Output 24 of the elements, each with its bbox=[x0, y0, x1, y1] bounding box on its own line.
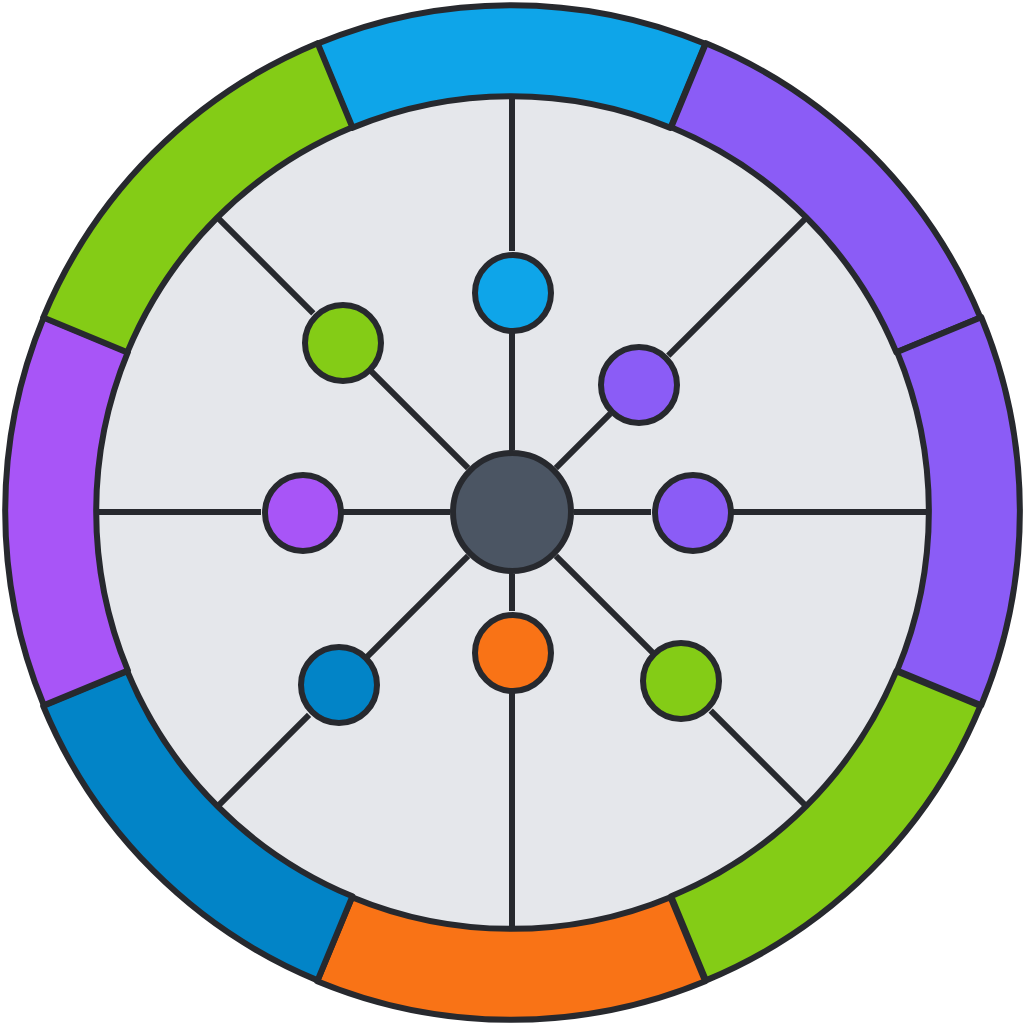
connector-line bbox=[215, 215, 316, 316]
connector-line bbox=[509, 693, 515, 929]
ring-segment bbox=[667, 667, 984, 984]
ring-segment bbox=[667, 40, 984, 356]
connector-line bbox=[509, 574, 515, 611]
connector-line bbox=[666, 215, 809, 358]
ring-segment bbox=[40, 40, 356, 356]
connector-line bbox=[509, 333, 515, 450]
connector-line bbox=[369, 369, 471, 471]
ring-segment bbox=[40, 667, 356, 984]
connector-line bbox=[574, 509, 651, 515]
connector-line bbox=[509, 95, 515, 251]
ring-segment bbox=[893, 314, 1023, 710]
ring-segment bbox=[314, 1, 710, 131]
ring-segment bbox=[1, 314, 131, 710]
connector-line bbox=[95, 509, 261, 515]
ring-segment bbox=[314, 893, 710, 1023]
connector-line bbox=[553, 553, 655, 655]
connector-line bbox=[215, 712, 312, 809]
connector-line bbox=[343, 509, 450, 515]
connector-line bbox=[733, 509, 929, 515]
connector-line bbox=[364, 553, 471, 660]
connector-line bbox=[553, 411, 613, 471]
connector-line bbox=[708, 708, 809, 809]
